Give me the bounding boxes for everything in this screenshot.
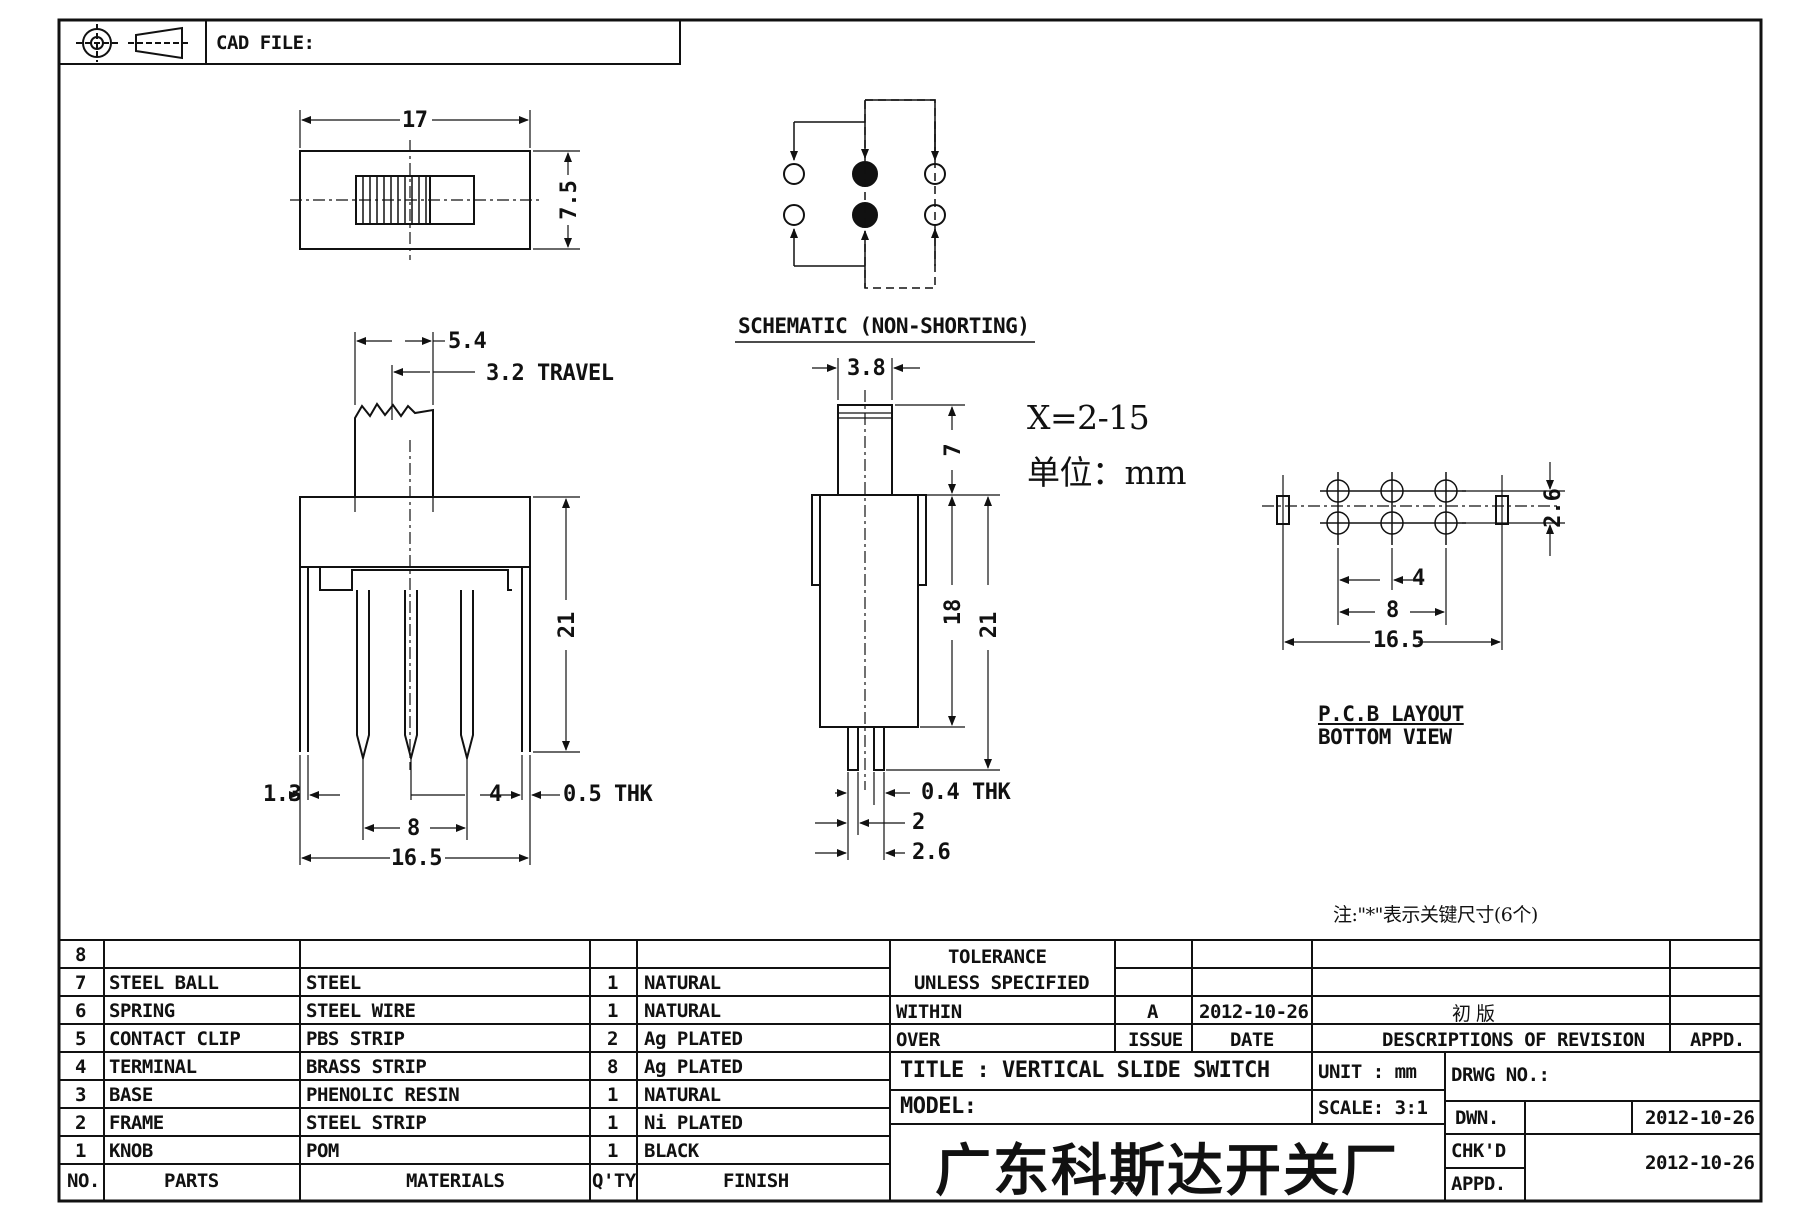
tolerance-unless-label: UNLESS SPECIFIED bbox=[914, 972, 1090, 994]
bom-row-finish: Ag PLATED bbox=[644, 1056, 743, 1078]
bom-header-qty: Q'TY bbox=[592, 1170, 636, 1192]
key-dimension-note: 注:"*"表示关键尺寸(6个) bbox=[1333, 904, 1538, 926]
bom-row-part: BASE bbox=[109, 1084, 153, 1106]
bom-row-finish: Ni PLATED bbox=[644, 1112, 743, 1134]
bom-row-material: PBS STRIP bbox=[306, 1028, 405, 1050]
bom-row-no: 6 bbox=[75, 1000, 86, 1022]
top-view-width-dim: 17 bbox=[402, 108, 428, 133]
side-view-knob-height-dim: 7 bbox=[941, 443, 966, 456]
front-left-offset-dim: 1.3 bbox=[263, 782, 302, 807]
x-range-spec: X=2-15 bbox=[1027, 398, 1150, 437]
revision-description-label: DESCRIPTIONS OF REVISION bbox=[1382, 1029, 1645, 1051]
cad-file-label: CAD FILE: bbox=[216, 32, 315, 54]
bom-row-no: 3 bbox=[75, 1084, 86, 1106]
bom-header-finish: FINISH bbox=[723, 1170, 789, 1192]
bom-row-no: 1 bbox=[75, 1140, 86, 1162]
bom-row-part: FRAME bbox=[109, 1112, 164, 1134]
bom-row-qty: 1 bbox=[607, 1000, 618, 1022]
side-pin-a-dim: 2 bbox=[912, 810, 925, 835]
side-knob-width-dim: 3.8 bbox=[847, 356, 886, 381]
revision-date-value: 2012-10-26 bbox=[1199, 1001, 1309, 1023]
bom-row-finish: NATURAL bbox=[644, 1000, 721, 1022]
bom-row-material: POM bbox=[306, 1140, 339, 1162]
bom-header-no: NO. bbox=[67, 1170, 100, 1192]
bom-row-material: STEEL bbox=[306, 972, 361, 994]
revision-date-label: DATE bbox=[1230, 1029, 1274, 1051]
front-pitch-dim: 4 bbox=[489, 782, 502, 807]
drawn-date: 2012-10-26 bbox=[1645, 1107, 1755, 1129]
projection-symbol-icon bbox=[76, 24, 188, 62]
bom-row-material: PHENOLIC RESIN bbox=[306, 1084, 460, 1106]
drawing-title: TITLE : VERTICAL SLIDE SWITCH bbox=[900, 1058, 1270, 1083]
front-view-height-dim: 21 bbox=[555, 612, 580, 639]
pcb-span-dim: 8 bbox=[1386, 598, 1399, 623]
pcb-row-pitch-dim: 2.6 bbox=[1541, 488, 1566, 528]
bom-row-no: 2 bbox=[75, 1112, 86, 1134]
revision-issue-value: A bbox=[1147, 1001, 1158, 1023]
drawing-number-label: DRWG NO.: bbox=[1451, 1064, 1550, 1086]
pcb-overall-dim: 16.5 bbox=[1373, 628, 1424, 653]
checked-label: CHK'D bbox=[1451, 1140, 1506, 1162]
company-name: 广东科斯达开关厂 bbox=[935, 1139, 1399, 1204]
revision-issue-label: ISSUE bbox=[1128, 1029, 1183, 1051]
bom-row-qty: 2 bbox=[607, 1028, 618, 1050]
bom-header-parts: PARTS bbox=[164, 1170, 219, 1192]
checked-date: 2012-10-26 bbox=[1645, 1152, 1755, 1174]
side-pin-b-dim: 2.6 bbox=[912, 840, 951, 865]
front-knob-width-dim: 5.4 bbox=[448, 329, 487, 354]
front-thickness-dim: 0.5 THK bbox=[563, 782, 653, 807]
pcb-bottom-view-label: BOTTOM VIEW bbox=[1318, 725, 1452, 749]
bom-row-material: STEEL STRIP bbox=[306, 1112, 427, 1134]
unit-label: UNIT : mm bbox=[1318, 1061, 1417, 1083]
bom-row-no: 4 bbox=[75, 1056, 86, 1078]
bom-row-material: BRASS STRIP bbox=[306, 1056, 427, 1078]
bom-row-finish: NATURAL bbox=[644, 972, 721, 994]
pcb-pitch-dim: 4 bbox=[1412, 566, 1425, 591]
front-span-dim: 8 bbox=[407, 816, 420, 841]
bom-row-part: CONTACT CLIP bbox=[109, 1028, 241, 1050]
front-travel-dim: 3.2 TRAVEL bbox=[486, 361, 614, 386]
bom-row-qty: 8 bbox=[607, 1056, 618, 1078]
unit-spec: 单位：mm bbox=[1027, 453, 1187, 492]
bom-row-part: STEEL BALL bbox=[109, 972, 219, 994]
top-view-height-dim: 7.5 bbox=[557, 180, 582, 220]
approved-label: APPD. bbox=[1451, 1173, 1506, 1195]
bom-row-qty: 1 bbox=[607, 1112, 618, 1134]
bom-row-no: 8 bbox=[75, 944, 86, 966]
drawn-label: DWN. bbox=[1455, 1107, 1499, 1129]
bom-row-part: SPRING bbox=[109, 1000, 175, 1022]
bom-row-finish: Ag PLATED bbox=[644, 1028, 743, 1050]
bom-header-materials: MATERIALS bbox=[406, 1170, 505, 1192]
bom-row-qty: 1 bbox=[607, 1084, 618, 1106]
schematic-label: SCHEMATIC (NON-SHORTING) bbox=[738, 314, 1030, 338]
front-overall-dim: 16.5 bbox=[391, 846, 442, 871]
bom-row-no: 7 bbox=[75, 972, 86, 994]
tolerance-label: TOLERANCE bbox=[948, 946, 1047, 968]
bom-row-finish: BLACK bbox=[644, 1140, 699, 1162]
bom-row-part: KNOB bbox=[109, 1140, 153, 1162]
tolerance-over-label: OVER bbox=[896, 1029, 940, 1051]
model-label: MODEL: bbox=[900, 1094, 977, 1119]
bom-row-finish: NATURAL bbox=[644, 1084, 721, 1106]
bom-row-no: 5 bbox=[75, 1028, 86, 1050]
revision-description-value: 初 版 bbox=[1452, 1003, 1495, 1025]
bom-row-qty: 1 bbox=[607, 1140, 618, 1162]
tolerance-within-label: WITHIN bbox=[896, 1001, 962, 1023]
side-view-overall-height-dim: 21 bbox=[977, 612, 1002, 639]
revision-appd-label: APPD. bbox=[1690, 1029, 1745, 1051]
pcb-layout-label: P.C.B LAYOUT bbox=[1318, 702, 1464, 726]
bom-row-qty: 1 bbox=[607, 972, 618, 994]
bom-row-part: TERMINAL bbox=[109, 1056, 197, 1078]
scale-label: SCALE: 3:1 bbox=[1318, 1097, 1428, 1119]
side-view-body-height-dim: 18 bbox=[941, 599, 966, 626]
side-thickness-dim: 0.4 THK bbox=[921, 780, 1011, 805]
bom-row-material: STEEL WIRE bbox=[306, 1000, 416, 1022]
